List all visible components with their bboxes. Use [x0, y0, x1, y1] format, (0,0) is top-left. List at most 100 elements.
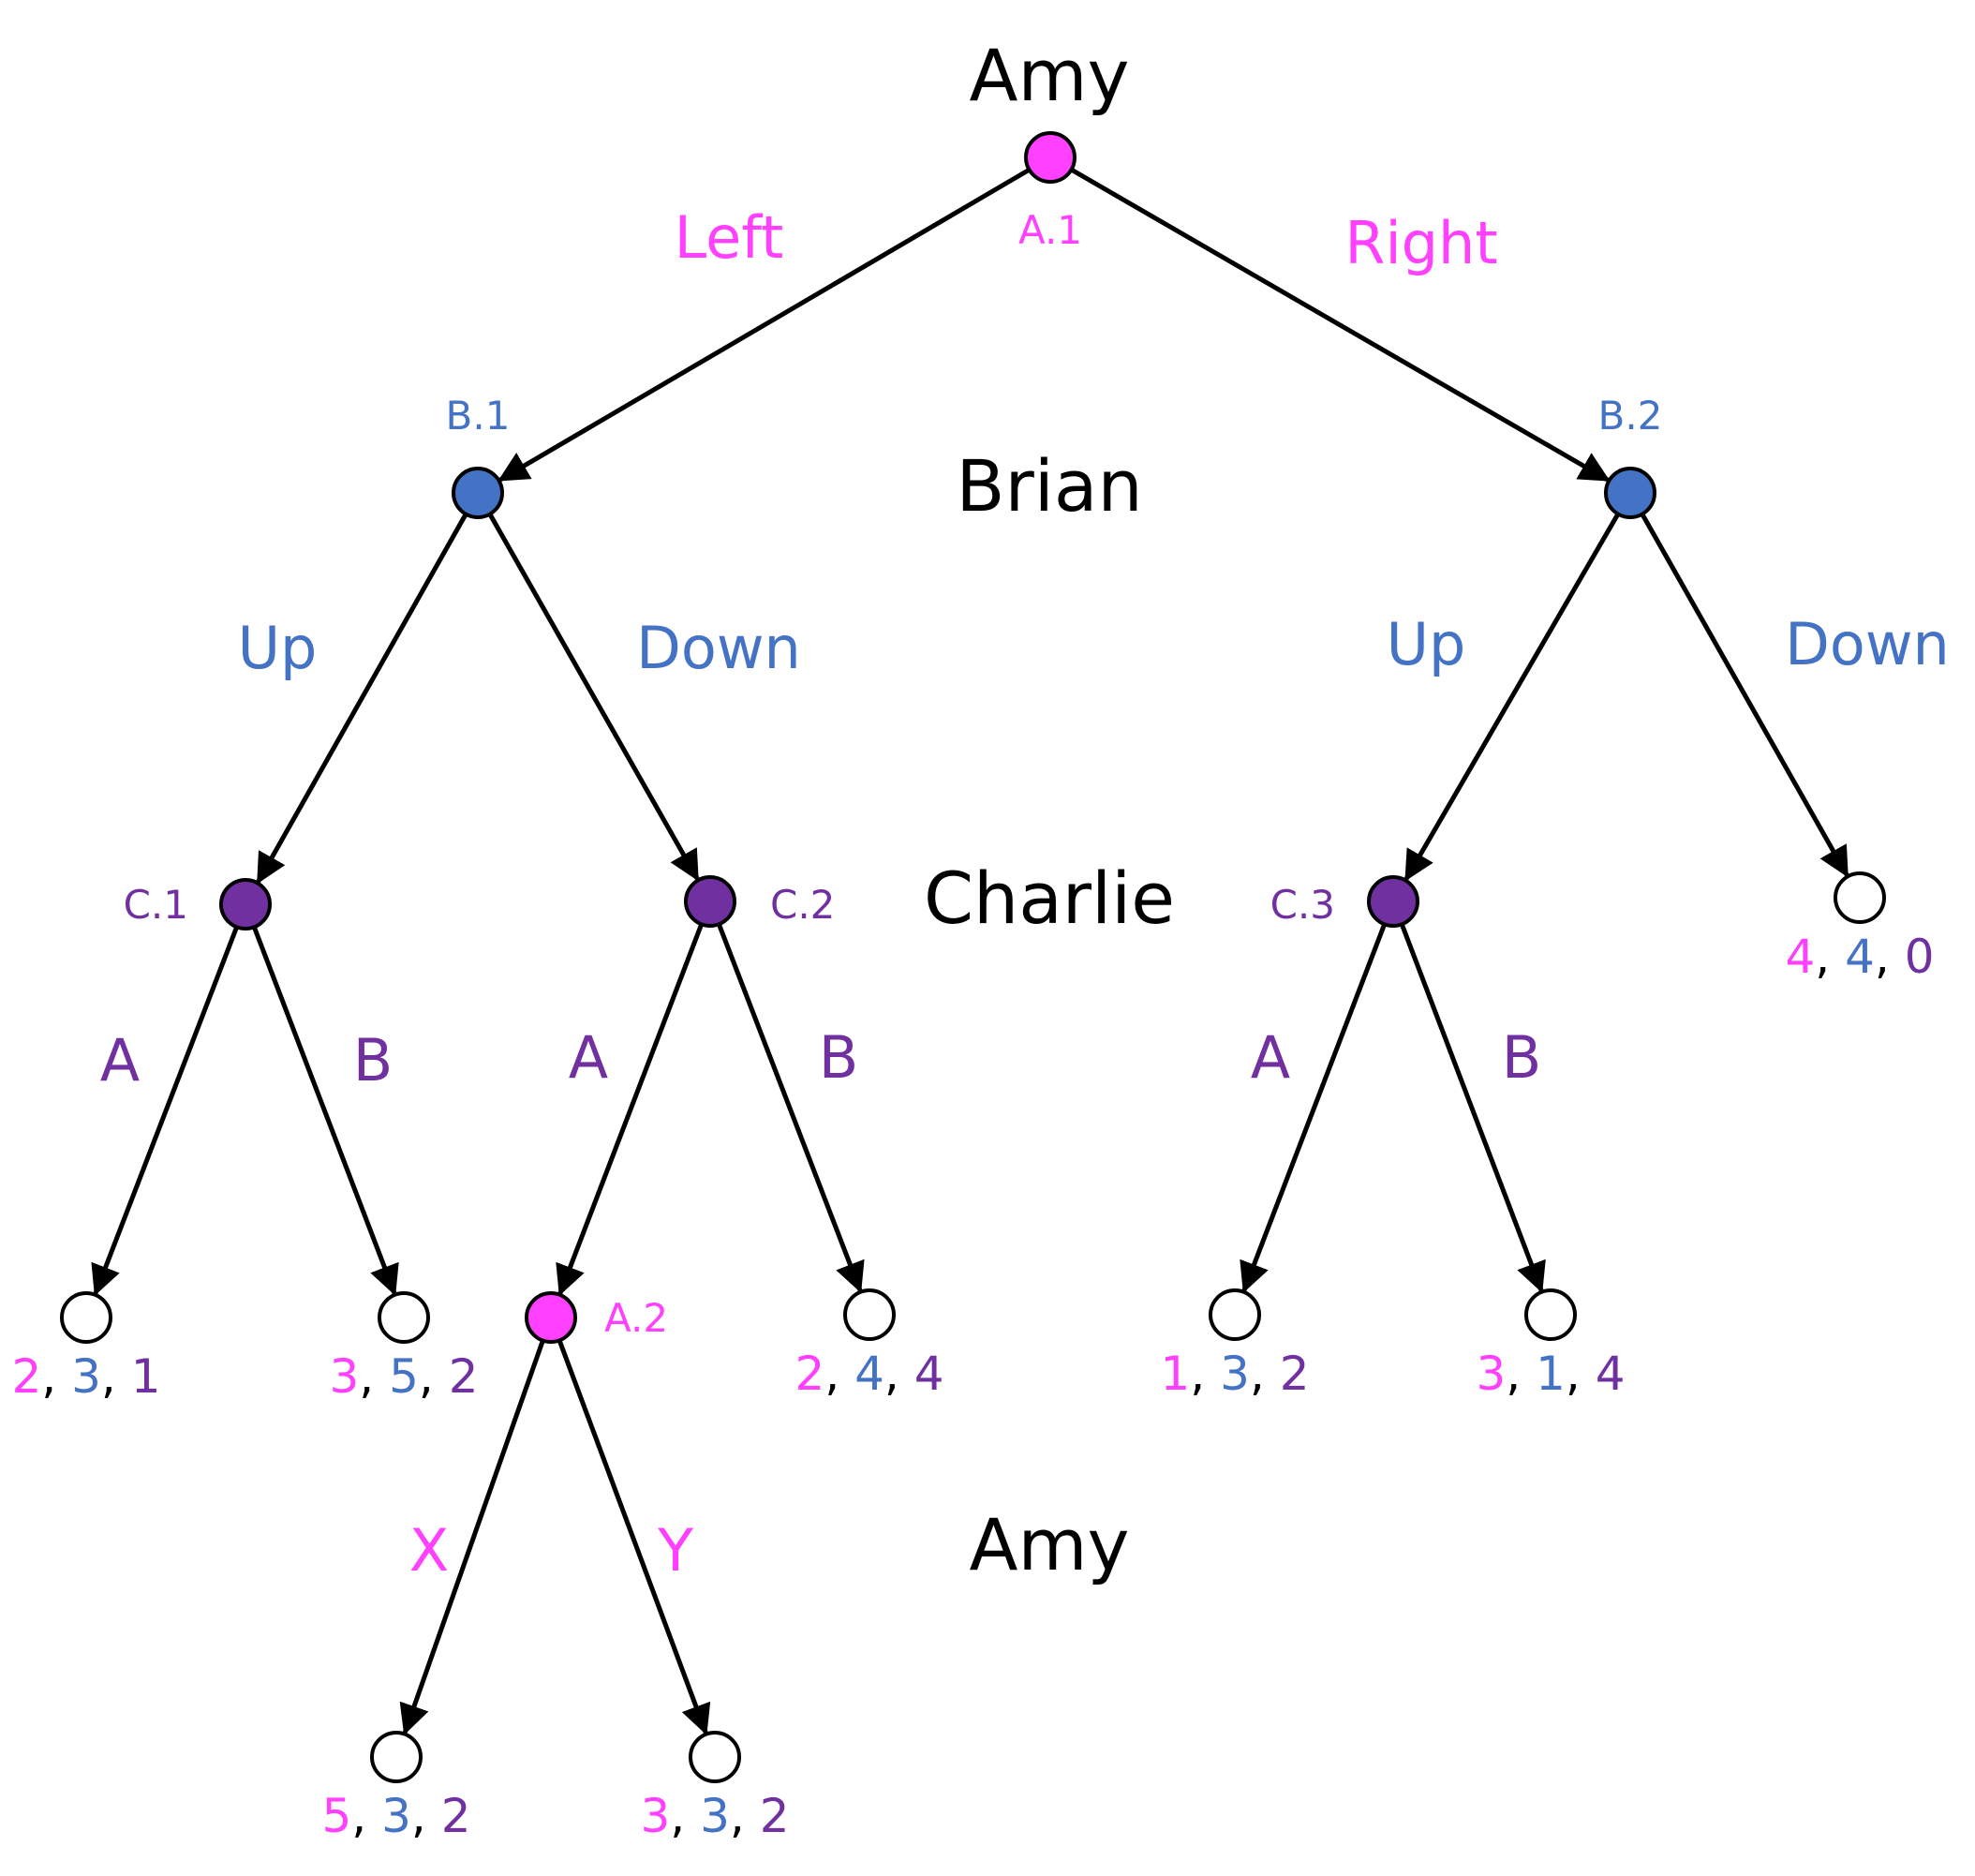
- player-label-brian: Brian: [956, 444, 1142, 528]
- edge-c-1-to-t1: [91, 926, 239, 1296]
- payoff-brian: 3: [700, 1789, 730, 1843]
- payoff-amy: 3: [1476, 1347, 1506, 1401]
- decision-node-a-2: [525, 1291, 577, 1344]
- edge-label-c-1-to-t1: A: [100, 1026, 140, 1094]
- edge-c-1-to-t2: [251, 926, 399, 1296]
- payoff-separator: ,: [1815, 930, 1845, 984]
- terminal-node-t5: [1524, 1288, 1577, 1341]
- edge-label-b-2-to-c-3: Up: [1387, 610, 1466, 678]
- edge-label-a-1-to-b-1: Left: [675, 203, 784, 272]
- edge-b-1-to-c-2: [487, 513, 700, 882]
- payoff-amy: 3: [640, 1789, 670, 1843]
- payoff-charlie: 1: [131, 1349, 161, 1404]
- payoff-charlie: 2: [449, 1349, 479, 1404]
- payoff-charlie: 4: [914, 1347, 944, 1401]
- player-label-charlie: Charlie: [924, 856, 1175, 940]
- edge-b-2-to-t6: [1640, 513, 1849, 878]
- edges-layer: [91, 167, 1849, 1735]
- payoff-separator: ,: [670, 1789, 700, 1843]
- edge-a-2-to-t8: [557, 1339, 711, 1735]
- payoff-charlie: 2: [441, 1789, 471, 1843]
- payoff-brian: 3: [1220, 1347, 1250, 1401]
- edge-label-b-2-to-t6: Down: [1785, 610, 1950, 678]
- edge-c-2-to-a-2: [556, 923, 705, 1296]
- payoff-separator: ,: [1506, 1347, 1536, 1401]
- node-id-c-2: C.2: [770, 882, 835, 928]
- payoff-separator: ,: [41, 1349, 71, 1404]
- node-id-a-1: A.1: [1018, 207, 1082, 253]
- edge-label-c-1-to-t2: B: [353, 1026, 394, 1094]
- decision-node-c-3: [1367, 875, 1419, 928]
- payoff-separator: ,: [351, 1789, 381, 1843]
- node-id-c-3: C.3: [1270, 882, 1335, 928]
- payoff-separator: ,: [419, 1349, 449, 1404]
- payoff-t1: 2, 3, 1: [11, 1349, 160, 1404]
- terminal-node-t2: [378, 1291, 430, 1344]
- payoff-t2: 3, 5, 2: [329, 1349, 478, 1404]
- payoff-brian: 4: [1845, 930, 1875, 984]
- node-ids-layer: A.1B.1 B.2C.1 C.2 C.3A.2: [124, 207, 1663, 1341]
- edge-label-c-3-to-t4: A: [1251, 1023, 1290, 1092]
- edge-label-c-2-to-t3: B: [819, 1023, 859, 1092]
- payoff-charlie: 2: [760, 1789, 790, 1843]
- payoff-t8: 3, 3, 2: [640, 1789, 789, 1843]
- node-id-c-1: C.1: [124, 882, 188, 928]
- payoff-separator: ,: [1190, 1347, 1220, 1401]
- player-label-amy-top: Amy: [970, 34, 1130, 117]
- payoff-brian: 4: [854, 1347, 884, 1401]
- terminal-node-t1: [60, 1291, 112, 1344]
- edge-label-a-1-to-b-2: Right: [1344, 209, 1497, 277]
- decision-node-c-2: [684, 875, 736, 928]
- payoff-separator: ,: [101, 1349, 131, 1404]
- edge-b-1-to-c-1: [256, 513, 468, 885]
- payoff-separator: ,: [1566, 1347, 1596, 1401]
- edge-a-1-to-b-1: [497, 167, 1031, 483]
- edge-label-c-3-to-t5: B: [1502, 1023, 1542, 1092]
- edge-c-2-to-t3: [717, 923, 865, 1293]
- payoff-separator: ,: [884, 1347, 914, 1401]
- decision-node-b-2: [1604, 467, 1656, 519]
- payoff-charlie: 2: [1280, 1347, 1310, 1401]
- decision-node-b-1: [452, 467, 504, 519]
- edge-a-1-to-b-2: [1070, 167, 1611, 483]
- terminal-node-t7: [370, 1731, 423, 1783]
- payoff-brian: 1: [1536, 1347, 1566, 1401]
- payoff-amy: 3: [329, 1349, 359, 1404]
- payoff-separator: ,: [1875, 930, 1905, 984]
- edge-label-a-2-to-t8: Y: [657, 1516, 693, 1585]
- node-id-b-1: B.1: [446, 393, 511, 439]
- payoff-separator: ,: [1250, 1347, 1280, 1401]
- node-id-b-2: B.2: [1598, 393, 1663, 439]
- node-id-a-2: A.2: [604, 1295, 668, 1341]
- payoff-separator: ,: [359, 1349, 389, 1404]
- payoff-t6: 4, 4, 0: [1785, 930, 1934, 984]
- payoff-charlie: 0: [1905, 930, 1935, 984]
- nodes-layer: [60, 131, 1886, 1783]
- edge-c-3-to-t4: [1240, 923, 1388, 1293]
- payoff-separator: ,: [411, 1789, 441, 1843]
- decision-node-a-1: [1024, 131, 1077, 184]
- payoff-amy: 2: [11, 1349, 41, 1404]
- payoff-t7: 5, 3, 2: [321, 1789, 470, 1843]
- payoff-separator: ,: [824, 1347, 854, 1401]
- terminal-node-t3: [843, 1288, 896, 1341]
- terminal-node-t4: [1209, 1288, 1261, 1341]
- payoff-amy: 1: [1160, 1347, 1190, 1401]
- payoff-amy: 4: [1785, 930, 1815, 984]
- terminal-node-t6: [1834, 871, 1886, 924]
- edge-label-a-2-to-t7: X: [409, 1516, 449, 1585]
- decision-node-c-1: [219, 878, 272, 931]
- payoff-separator: ,: [730, 1789, 760, 1843]
- payoff-brian: 3: [71, 1349, 101, 1404]
- edge-label-b-1-to-c-1: Up: [238, 614, 318, 682]
- payoff-amy: 5: [321, 1789, 351, 1843]
- edge-label-c-2-to-a-2: A: [569, 1023, 608, 1092]
- player-label-amy-bottom: Amy: [970, 1503, 1130, 1586]
- payoff-t5: 3, 1, 4: [1476, 1347, 1625, 1401]
- edge-c-3-to-t5: [1399, 923, 1546, 1293]
- payoff-charlie: 4: [1596, 1347, 1626, 1401]
- terminal-node-t8: [689, 1731, 741, 1783]
